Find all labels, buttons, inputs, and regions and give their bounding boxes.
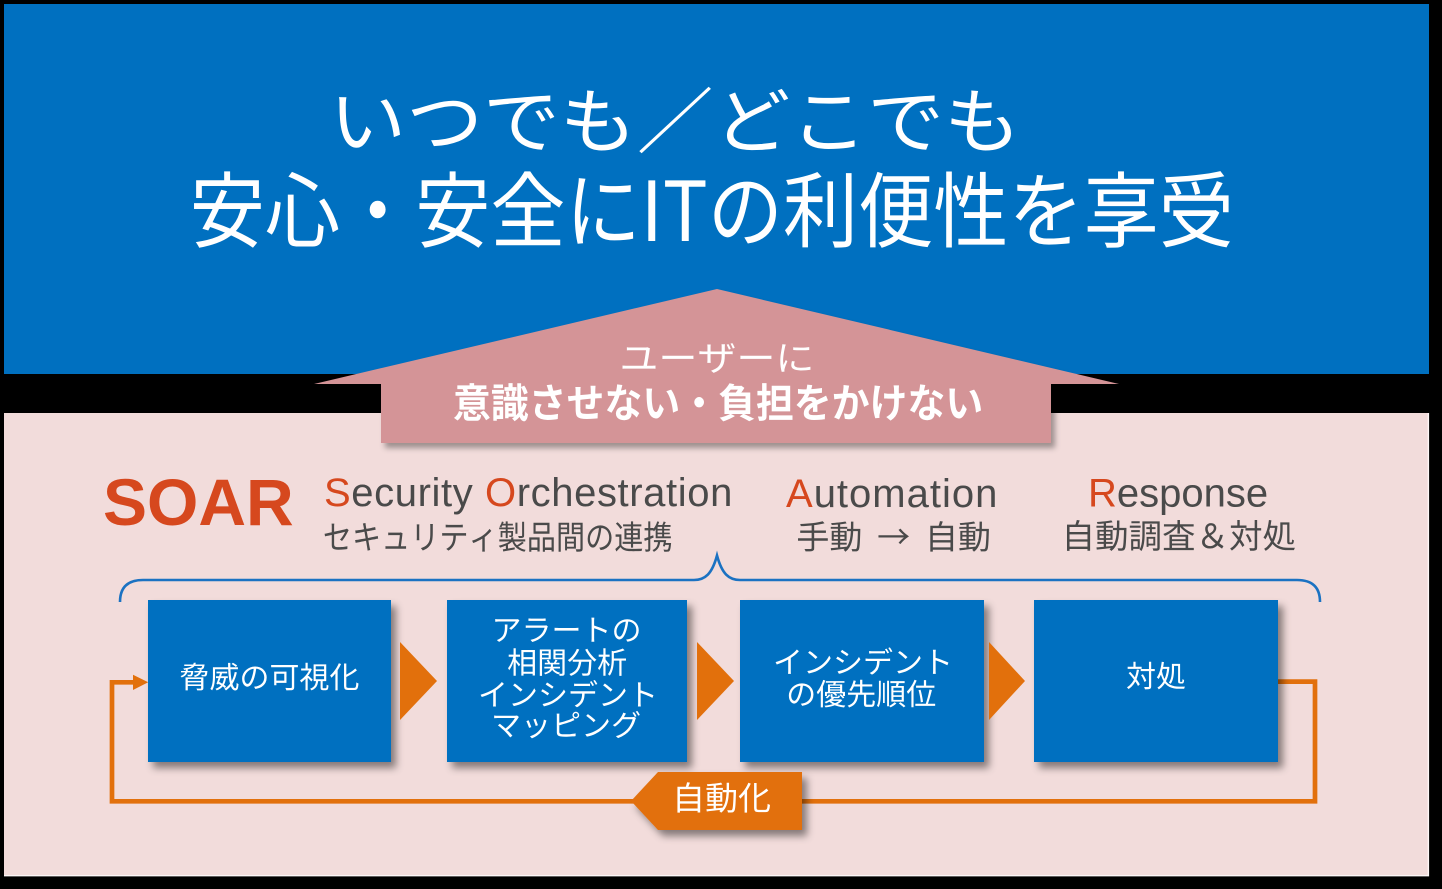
svg-text:SOAR: SOAR (103, 465, 294, 539)
svg-text:Response: Response (1088, 472, 1268, 516)
svg-text:Automation: Automation (786, 472, 998, 516)
svg-text:Security Orchestration: Security Orchestration (324, 471, 733, 515)
